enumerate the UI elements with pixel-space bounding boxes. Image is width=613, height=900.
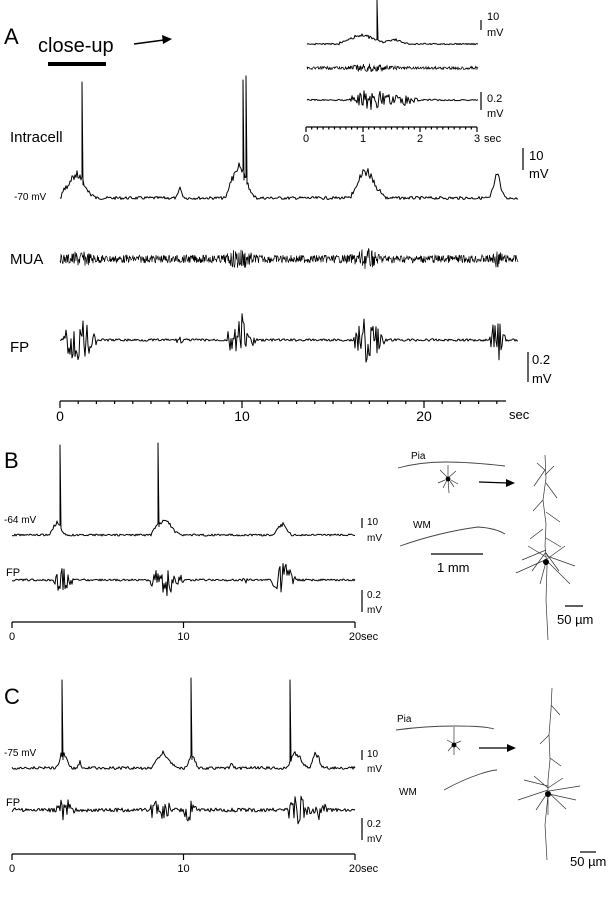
axis-tick-label: 0: [56, 408, 64, 424]
panel-c-label: C: [4, 684, 20, 709]
axis-tick-label: 2: [417, 133, 423, 145]
scalebar-intracell-b-value: 10: [367, 517, 379, 528]
fp-label-c: FP: [6, 797, 20, 809]
neuron-thumbnail-b: [437, 465, 459, 494]
time-axis-a: 0 10 20 sec: [56, 400, 530, 424]
panel-b-label: B: [4, 448, 19, 473]
axis-tick-label: 20: [349, 631, 361, 643]
scalebar-fp-b: 0.2 mV: [361, 590, 382, 616]
pia-outline-b: [397, 461, 506, 469]
neuron-reconstruction-c: [517, 687, 581, 861]
field-potential-trace-a: [60, 313, 518, 363]
neuron-reconstruction-b: [515, 454, 576, 641]
wm-label-c: WM: [399, 787, 417, 798]
scalebar-fp-c: 0.2 mV: [361, 818, 382, 845]
scalebar-intracell-c: 10 mV: [361, 749, 382, 775]
scalebar-intracell-a-unit: mV: [529, 166, 549, 181]
arrow-to-neuron-b: [478, 479, 515, 487]
scalebar-intracell-a-value: 10: [529, 148, 543, 163]
inset-intracellular-trace: [306, 0, 479, 46]
axis-tick-label: 0: [9, 631, 15, 643]
neuron-thumbnail-c: [446, 727, 462, 755]
wm-label-b: WM: [413, 520, 431, 531]
arrow-to-neuron-c: [479, 744, 516, 752]
anatomy-c: Pia WM 50 µm: [395, 687, 606, 869]
mua-label: MUA: [10, 251, 43, 268]
scalebar-um-c-label: 50 µm: [570, 854, 606, 869]
intracellular-trace-c: [11, 677, 356, 770]
inset-mua-trace: [306, 63, 479, 73]
resting-potential-c: -75 mV: [4, 748, 37, 759]
scalebar-fp-c-value: 0.2: [367, 819, 381, 830]
scalebar-fp-a-unit: mV: [532, 371, 552, 386]
axis-tick-label: 10: [177, 631, 189, 643]
inset-closeup: 10 mV 0.2 mV 0 1 2 3 sec: [303, 0, 504, 145]
scalebar-fp-b-unit: mV: [367, 605, 382, 616]
inset-time-axis: 0 1 2 3 sec: [303, 126, 502, 145]
inset-scalebar-bottom-unit: mV: [487, 108, 504, 120]
scalebar-intracell-c-unit: mV: [367, 764, 382, 775]
axis-tick-label: 0: [9, 863, 15, 875]
panel-a: A close-up Intracell -70 mV 10 mV MUA FP…: [4, 0, 552, 424]
scalebar-intracell-a: 10 mV: [522, 148, 549, 181]
closeup-label: close-up: [38, 35, 114, 57]
inset-scalebar-top: 10 mV: [480, 11, 504, 39]
panel-a-label: A: [4, 24, 19, 49]
axis-tick-label: 1: [360, 133, 366, 145]
resting-potential-b: -64 mV: [4, 515, 37, 526]
pia-label-b: Pia: [411, 451, 426, 462]
wm-outline-b: [399, 526, 506, 547]
inset-scalebar-top-unit: mV: [487, 27, 504, 39]
scalebar-fp-b-value: 0.2: [367, 590, 381, 601]
resting-potential-a: -70 mV: [14, 192, 47, 203]
scalebar-intracell-c-value: 10: [367, 749, 379, 760]
intracellular-trace-a: [59, 75, 519, 200]
field-potential-trace-c: [11, 795, 356, 825]
scalebar-fp-c-unit: mV: [367, 834, 382, 845]
scalebar-fp-a-value: 0.2: [532, 352, 550, 367]
anatomy-b: Pia WM 1 mm 50 µm: [397, 451, 593, 641]
inset-scalebar-bottom: 0.2 mV: [480, 92, 504, 120]
axis-unit: sec: [484, 133, 502, 145]
mua-trace-a: [59, 247, 519, 270]
field-potential-trace-b: [11, 563, 356, 597]
pia-label-c: Pia: [397, 714, 412, 725]
inset-scalebar-bottom-value: 0.2: [487, 93, 502, 105]
axis-tick-label: 10: [177, 863, 189, 875]
closeup-arrow: [133, 35, 172, 45]
scalebar-intracell-b: 10 mV: [361, 517, 382, 544]
scalebar-mm-b-label: 1 mm: [437, 560, 470, 575]
axis-tick-label: 3: [474, 133, 480, 145]
scalebar-um-b-label: 50 µm: [557, 612, 593, 627]
intracell-label: Intracell: [10, 129, 63, 146]
axis-tick-label: 10: [234, 408, 250, 424]
scalebar-fp-a: 0.2 mV: [527, 352, 552, 386]
axis-unit: sec: [361, 863, 379, 875]
inset-scalebar-top-value: 10: [487, 11, 499, 23]
intracellular-trace-b: [11, 442, 356, 537]
axis-unit: sec: [361, 631, 379, 643]
scalebar-intracell-b-unit: mV: [367, 533, 382, 544]
axis-tick-label: 0: [303, 133, 309, 145]
fp-label-a: FP: [10, 339, 29, 356]
axis-tick-label: 20: [349, 863, 361, 875]
axis-tick-label: 20: [416, 408, 432, 424]
pia-outline-c: [395, 725, 495, 731]
axis-unit: sec: [509, 407, 530, 422]
wm-outline-c: [443, 769, 498, 791]
inset-field-potential-trace: [306, 90, 479, 110]
fp-label-b: FP: [6, 567, 20, 579]
